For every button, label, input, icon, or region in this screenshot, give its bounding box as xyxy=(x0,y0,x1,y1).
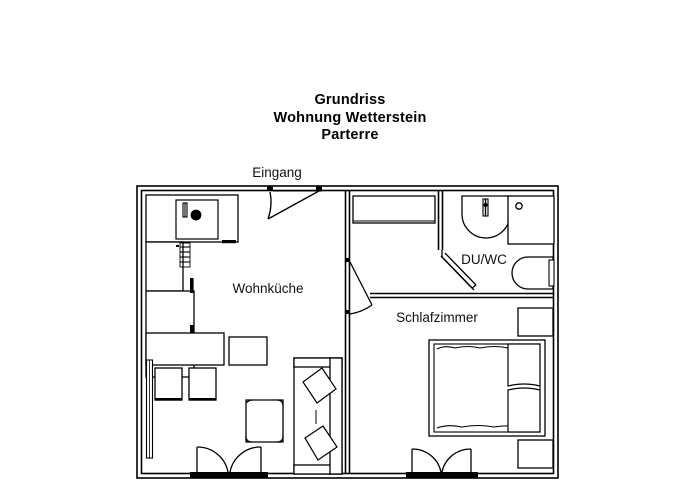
interior-walls xyxy=(344,190,554,474)
room-label-wohnkueche: Wohnküche xyxy=(232,281,303,296)
room-label-duwc: DU/WC xyxy=(461,252,507,267)
living-room-french-door xyxy=(190,446,268,478)
bedroom-pillows xyxy=(507,343,541,433)
side-table xyxy=(228,336,268,366)
dining-chair-backs xyxy=(155,398,216,401)
entrance-label: Eingang xyxy=(252,165,302,180)
entrance-door xyxy=(267,186,322,220)
bathroom-toilet xyxy=(511,256,555,290)
bathroom-door xyxy=(440,250,477,291)
kitchen-appliance-vent xyxy=(179,242,191,268)
bedroom-nightstands xyxy=(517,307,554,469)
hallway-wardrobe xyxy=(352,195,436,224)
bathroom-faucet xyxy=(482,198,489,217)
sofa-cushions xyxy=(302,367,338,461)
kitchen-sink-fixtures xyxy=(182,202,202,221)
plan-title: Grundriss Wohnung Wetterstein Parterre xyxy=(0,92,700,145)
bedroom-french-door xyxy=(406,448,478,478)
bathroom-shower xyxy=(507,195,555,245)
hallway-door xyxy=(345,258,373,315)
plan-title-line-2: Wohnung Wetterstein xyxy=(273,109,427,126)
plan-title-line-1: Grundriss xyxy=(314,92,386,108)
pouf-table xyxy=(245,399,284,443)
dining-table xyxy=(145,332,225,366)
dining-chairs xyxy=(154,367,217,401)
plan-title-line-3: Parterre xyxy=(321,127,379,143)
room-label-schlafzimmer: Schlafzimmer xyxy=(396,310,478,325)
radiator-left-wall xyxy=(145,359,154,459)
